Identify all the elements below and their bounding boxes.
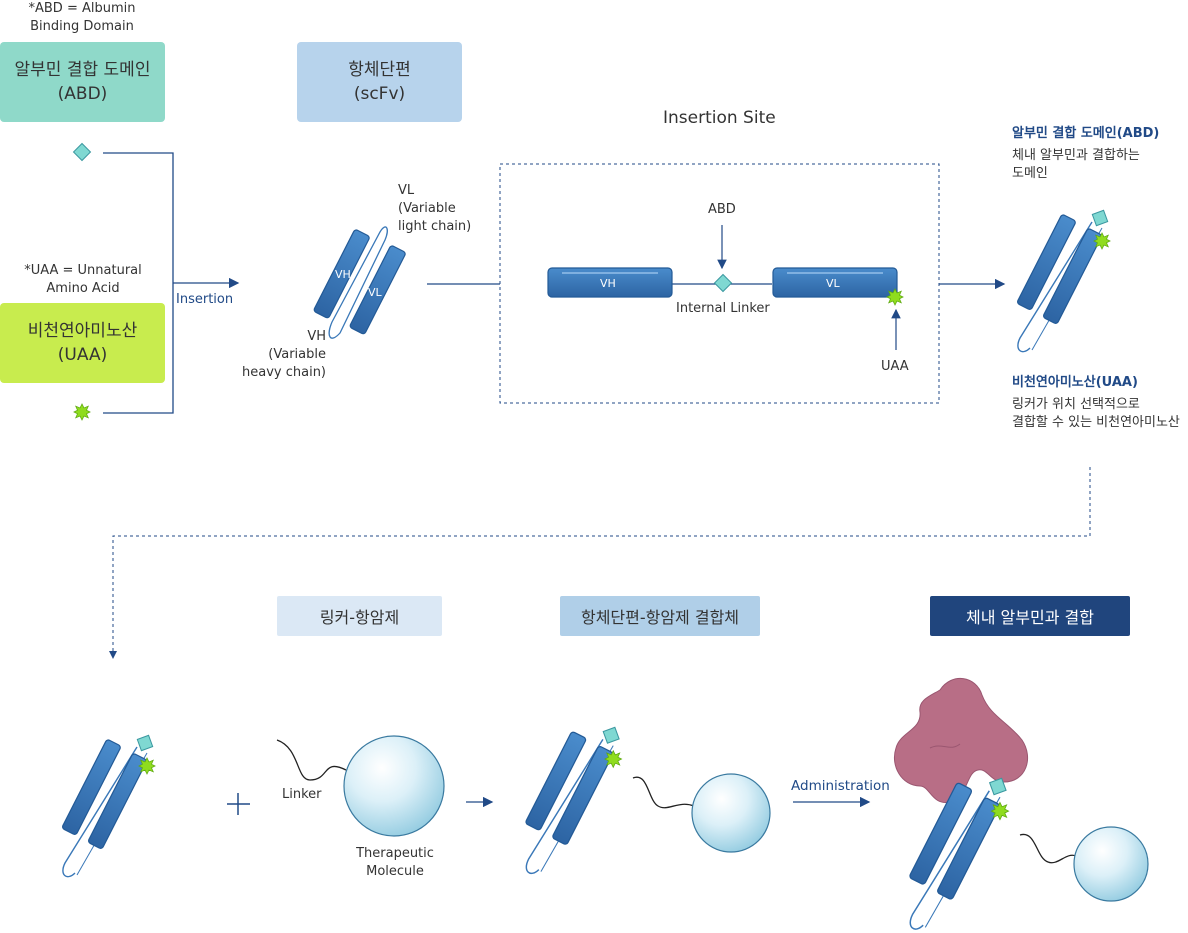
conjugate-antibody bbox=[525, 727, 622, 873]
insertion-label: Insertion bbox=[176, 292, 234, 307]
vl-label-line3: light chain) bbox=[398, 219, 472, 234]
site-vh-bar bbox=[547, 267, 673, 298]
site-uaa-star-icon bbox=[886, 288, 904, 306]
therapeutic-molecule-label: Therapeutic Molecule bbox=[345, 845, 445, 881]
scfv-box-sub: (scFv) bbox=[353, 84, 406, 104]
abd-desc-line1: 체내 알부민과 결합하는 bbox=[1012, 148, 1140, 163]
uaa-star-icon bbox=[73, 403, 91, 421]
therapeutic-molecule-sphere bbox=[343, 735, 445, 837]
uaa-footnote-line1: *UAA = Unnatural bbox=[24, 263, 142, 278]
bound-linker bbox=[1019, 833, 1077, 864]
pill-linker-drug: 링커-항암제 bbox=[277, 596, 442, 636]
pill-conjugate: 항체단편-항암제 결합체 bbox=[560, 596, 760, 636]
abd-footnote-line2: Binding Domain bbox=[30, 19, 134, 34]
therapeutic-molecule-line1: Therapeutic bbox=[356, 846, 434, 861]
modified-antibody-bottom bbox=[62, 735, 155, 876]
bound-conjugate-antibody bbox=[909, 778, 1009, 929]
site-vl-label: VL bbox=[826, 277, 840, 290]
uaa-desc-line2: 결합할 수 있는 비천연아미노산 bbox=[1012, 415, 1180, 430]
vh-label-line1: VH bbox=[307, 329, 326, 344]
site-vh-label: VH bbox=[600, 277, 616, 290]
vl-label: VL (Variable light chain) bbox=[398, 182, 471, 236]
site-abd-diamond-icon bbox=[713, 273, 733, 293]
conjugate-sphere bbox=[691, 773, 771, 853]
uaa-box-sub: (UAA) bbox=[57, 345, 108, 365]
modified-antibody-right bbox=[1017, 210, 1110, 351]
uaa-footnote: *UAA = Unnatural Amino Acid bbox=[20, 262, 146, 298]
site-abd-label: ABD bbox=[708, 202, 736, 217]
scfv-schematic bbox=[313, 226, 406, 339]
scfv-bar-vl-label: VL bbox=[368, 286, 382, 299]
scfv-bar-vh-label: VH bbox=[335, 268, 351, 281]
abd-footnote: *ABD = Albumin Binding Domain bbox=[26, 0, 138, 36]
right-panel-uaa: 비천연아미노산(UAA) 링커가 위치 선택적으로 결합할 수 있는 비천연아미… bbox=[1012, 371, 1188, 432]
abd-heading: 알부민 결합 도메인(ABD) bbox=[1012, 126, 1160, 141]
conjugate-linker bbox=[632, 776, 695, 809]
abd-footnote-line1: *ABD = Albumin bbox=[28, 1, 136, 16]
uaa-footnote-line2: Amino Acid bbox=[46, 281, 120, 296]
vl-label-line2: (Variable bbox=[398, 201, 456, 216]
bracket-connector bbox=[103, 152, 174, 414]
abd-desc-line2: 도메인 bbox=[1012, 166, 1048, 181]
site-uaa-label: UAA bbox=[881, 359, 909, 374]
linker-label: Linker bbox=[282, 787, 322, 802]
bound-sphere bbox=[1073, 826, 1149, 902]
linker-curve bbox=[276, 739, 347, 781]
vl-label-line1: VL bbox=[398, 183, 415, 198]
uaa-box: 비천연아미노산 (UAA) bbox=[0, 303, 165, 383]
therapeutic-molecule-line2: Molecule bbox=[366, 864, 424, 879]
administration-label: Administration bbox=[791, 778, 890, 794]
uaa-box-title: 비천연아미노산 bbox=[27, 321, 138, 341]
dashed-flow-path bbox=[109, 467, 1091, 659]
right-panel: 알부민 결합 도메인(ABD) 체내 알부민과 결합하는 도메인 bbox=[1012, 122, 1188, 183]
scfv-box: 항체단편 (scFv) bbox=[297, 42, 462, 122]
albumin-protein bbox=[894, 677, 1029, 803]
scfv-box-title: 항체단편 bbox=[348, 60, 411, 80]
insertion-site-title: Insertion Site bbox=[663, 108, 776, 128]
vh-label: VH (Variable heavy chain) bbox=[240, 328, 326, 382]
abd-diamond-icon bbox=[72, 142, 92, 162]
abd-box: 알부민 결합 도메인 (ABD) bbox=[0, 42, 165, 122]
vh-label-line2: (Variable bbox=[268, 347, 326, 362]
vh-label-line3: heavy chain) bbox=[242, 365, 326, 380]
internal-linker-label: Internal Linker bbox=[676, 301, 770, 316]
site-vl-bar bbox=[772, 267, 898, 298]
uaa-desc-line1: 링커가 위치 선택적으로 bbox=[1012, 397, 1140, 412]
abd-box-sub: (ABD) bbox=[57, 84, 108, 104]
pill-albumin-binding: 체내 알부민과 결합 bbox=[930, 596, 1130, 636]
abd-box-title: 알부민 결합 도메인 bbox=[14, 60, 151, 80]
uaa-heading: 비천연아미노산(UAA) bbox=[1012, 375, 1138, 390]
